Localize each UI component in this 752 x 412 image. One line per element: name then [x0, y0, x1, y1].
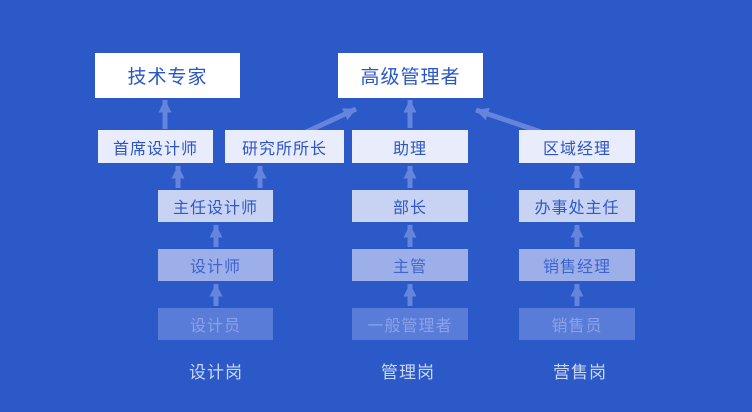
column-label-design: 设计岗 [189, 363, 243, 382]
node-director-designer: 主任设计师 [158, 190, 273, 222]
node-draftsman: 设计员 [158, 308, 273, 340]
column-label-management: 管理岗 [381, 363, 435, 382]
node-institute-director: 研究所所长 [225, 130, 344, 163]
node-sales-manager: 销售经理 [519, 249, 635, 281]
node-assistant: 助理 [352, 130, 468, 163]
node-designer: 设计师 [158, 249, 273, 281]
column-label-sales: 营售岗 [553, 363, 607, 382]
node-chief-designer: 首席设计师 [98, 130, 213, 163]
node-regional-manager: 区域经理 [519, 130, 635, 163]
node-senior-manager: 高级管理者 [338, 53, 483, 98]
node-tech-expert: 技术专家 [95, 53, 240, 98]
node-minister: 部长 [352, 190, 468, 222]
node-general-manager: 一般管理者 [352, 308, 468, 340]
node-supervisor: 主管 [352, 249, 468, 281]
node-salesperson: 销售员 [519, 308, 635, 340]
node-office-director: 办事处主任 [519, 190, 635, 222]
